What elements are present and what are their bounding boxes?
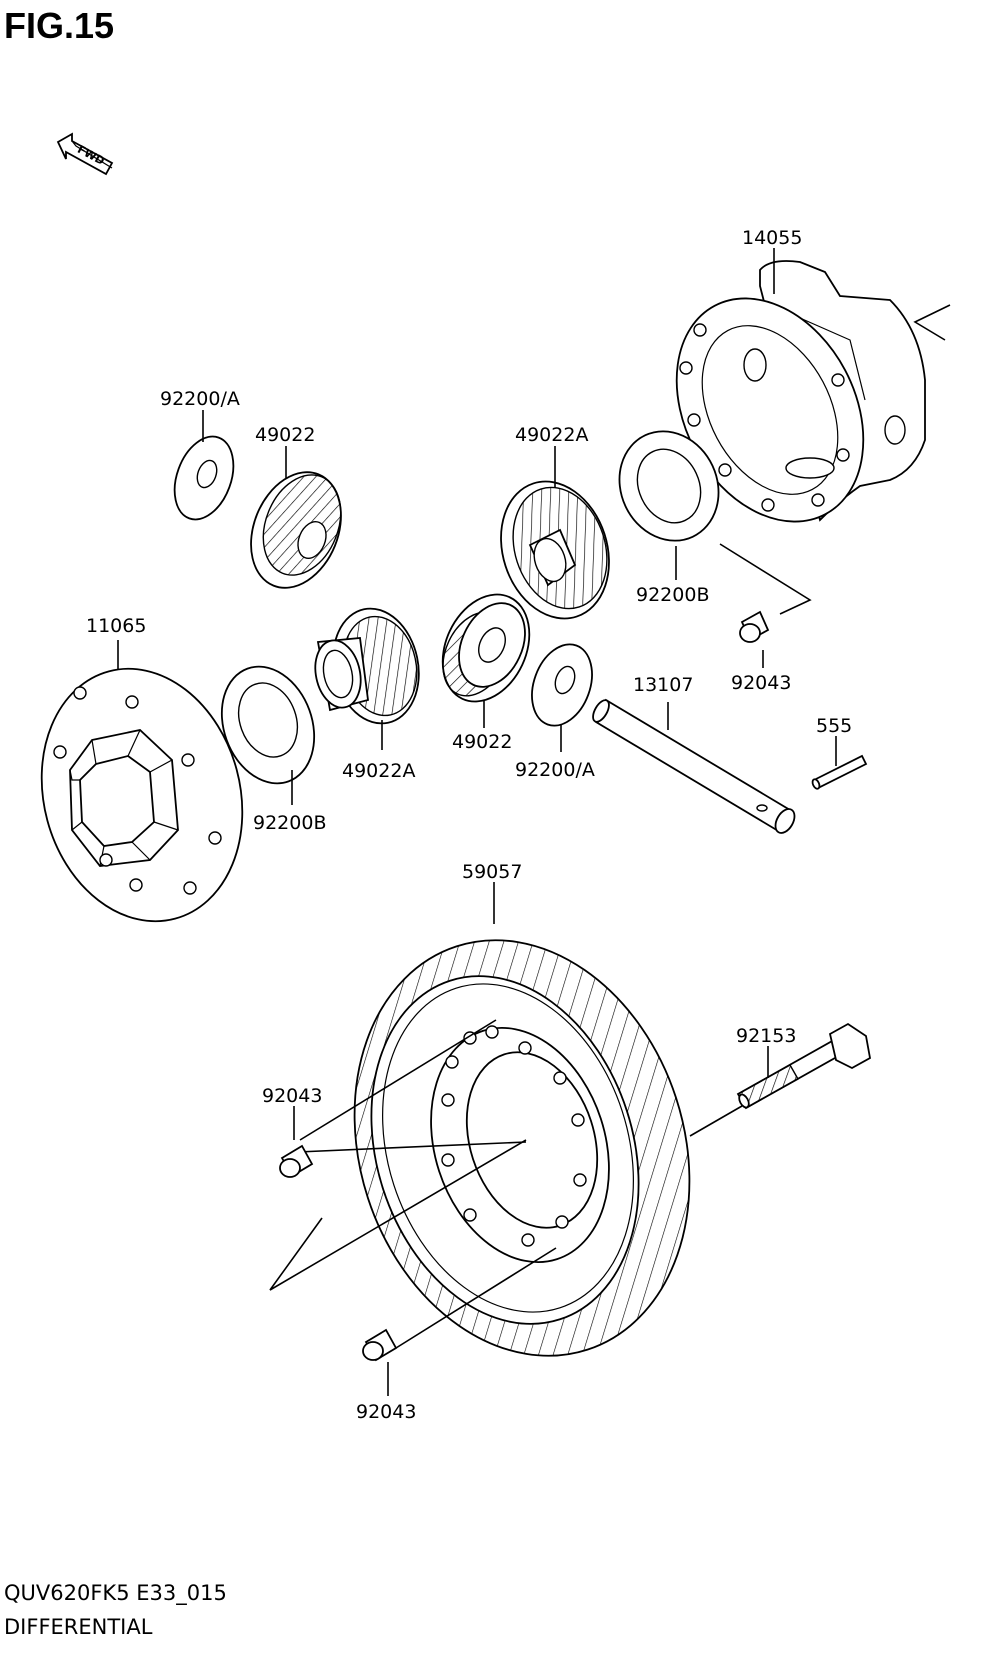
label-13107: 13107 [633,674,693,696]
side-gear-49022a-bottom [314,607,420,725]
label-49022a-bottom: 49022A [342,760,415,782]
figure-title: FIG.15 [4,5,114,46]
pinion-gear-49022-bottom [441,593,531,703]
pinion-shaft-13107 [592,698,796,834]
label-49022-bottom: 49022 [452,731,512,753]
fwd-arrow-icon: FWD [56,132,114,176]
washer-92200a-bottom [531,643,593,727]
label-92043-left: 92043 [262,1085,322,1107]
differential-cover-11065 [40,667,244,923]
label-92200b-right: 92200B [636,584,709,606]
model-code: QUV620FK5 E33_015 [4,1581,227,1606]
pin-555 [811,754,868,790]
label-92200a-top: 92200/A [160,388,240,410]
label-92153: 92153 [736,1025,796,1047]
label-92043-right: 92043 [731,672,791,694]
washer-92200a-top [173,435,235,521]
label-49022-top: 49022 [255,424,315,446]
label-92043-bottom: 92043 [356,1401,416,1423]
dowel-pin-92043-right [739,610,770,643]
differential-case-14055 [675,260,951,523]
label-49022a-top: 49022A [515,424,588,446]
section-name: DIFFERENTIAL [4,1615,153,1639]
side-gear-49022a-top [500,480,610,620]
washer-92200b-right [618,430,720,542]
label-14055: 14055 [742,227,802,249]
bolt-92153 [736,1022,872,1110]
dowel-pin-92043-bottom [362,1247,557,1362]
label-92200b-left: 92200B [253,812,326,834]
ring-gear-59057 [353,939,691,1357]
pinion-gear-49022-top [250,471,342,589]
label-92200a-bottom: 92200/A [515,759,595,781]
label-555: 555 [816,715,852,737]
dowel-pin-92043-left [279,1144,314,1178]
washer-92200b-left [220,665,316,785]
label-11065: 11065 [86,615,146,637]
label-59057: 59057 [462,861,522,883]
